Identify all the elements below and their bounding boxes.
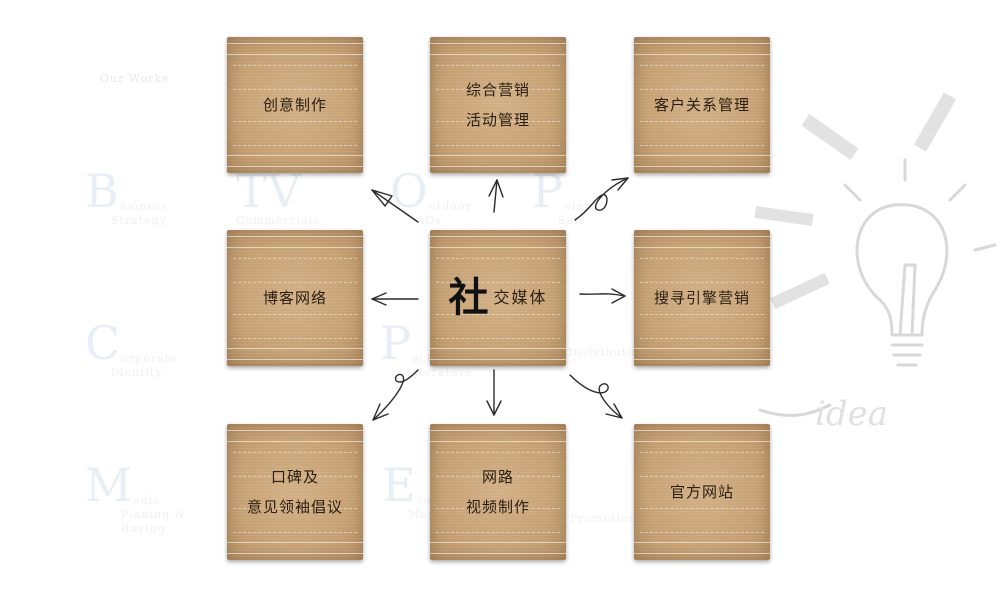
arrow-top-right: [574, 177, 629, 221]
card-label: 博客网络: [262, 289, 327, 307]
card-label: 综合营销 活动管理: [465, 81, 530, 129]
card-social-media-center[interactable]: 社 交媒体: [430, 230, 566, 366]
card-sem[interactable]: 搜寻引擎营销: [634, 230, 770, 366]
arrow-top-center: [493, 179, 498, 213]
card-label: 创意制作: [262, 96, 327, 114]
center-label: 社 交媒体: [448, 278, 547, 318]
card-label: 客户关系管理: [653, 96, 750, 114]
card-blog-network[interactable]: 博客网络: [227, 230, 363, 366]
arrow-bottom-right: [569, 374, 623, 419]
center-text: 交媒体: [493, 288, 548, 307]
card-integrated-marketing[interactable]: 综合营销 活动管理: [430, 37, 566, 173]
card-online-video[interactable]: 网路 视频制作: [430, 424, 566, 560]
arrow-bottom-left: [372, 369, 419, 421]
card-label: 官方网站: [669, 483, 734, 501]
card-label: 网路 视频制作: [465, 468, 530, 516]
arrow-mid-right: [579, 293, 626, 297]
card-label: 口碑及 意见领袖倡议: [246, 468, 343, 516]
social-logo-icon: 社: [448, 275, 490, 321]
card-creative-production[interactable]: 创意制作: [227, 37, 363, 173]
card-official-website[interactable]: 官方网站: [634, 424, 770, 560]
arrow-top-left: [371, 189, 419, 223]
card-crm[interactable]: 客户关系管理: [634, 37, 770, 173]
card-label: 搜寻引擎营销: [653, 289, 750, 307]
card-word-of-mouth[interactable]: 口碑及 意见领袖倡议: [227, 424, 363, 560]
